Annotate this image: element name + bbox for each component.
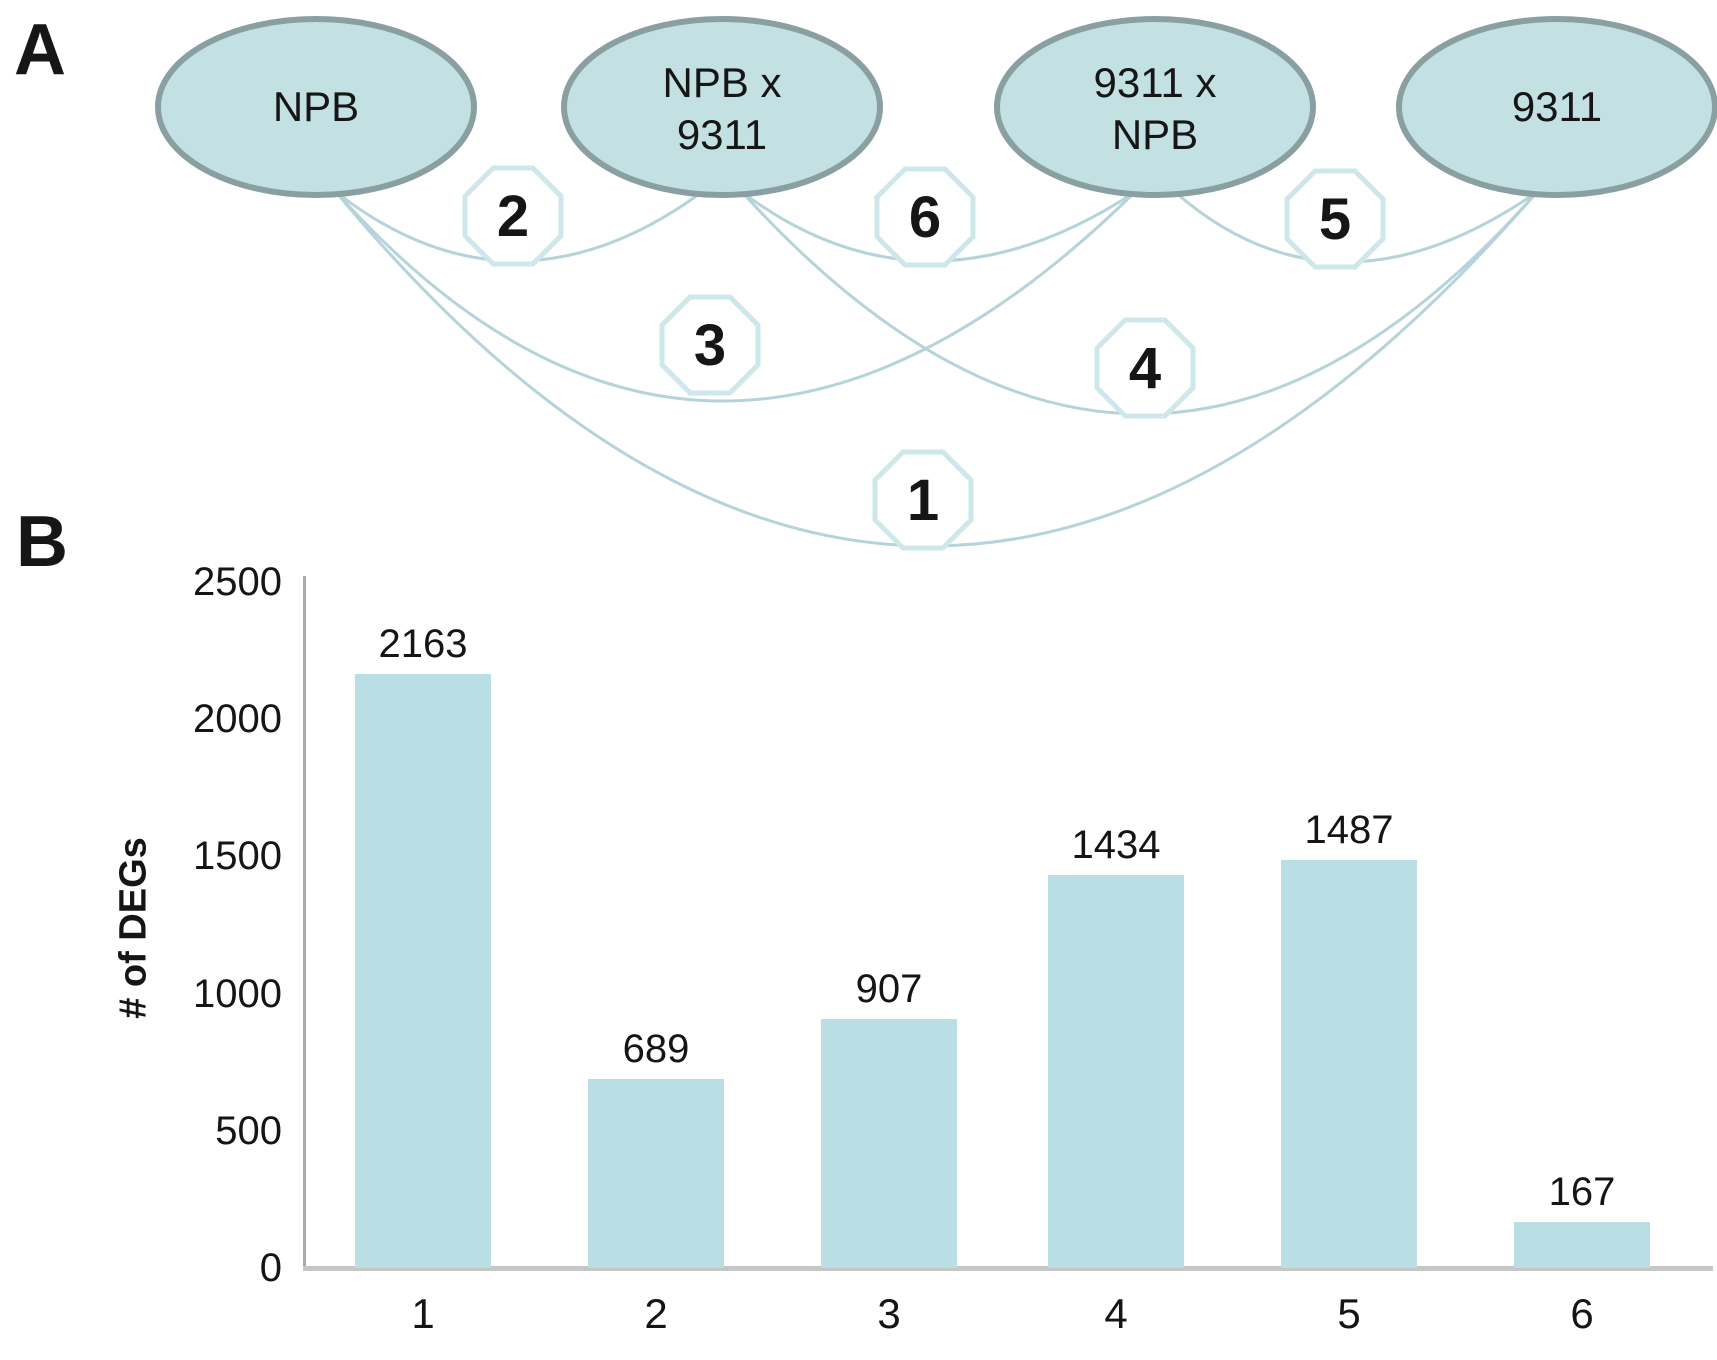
badge-number-2: 2 bbox=[497, 184, 529, 249]
bar-value-label-5: 1487 bbox=[1304, 808, 1394, 852]
panel-b-label: B bbox=[16, 502, 69, 582]
badge-octagon-5 bbox=[1284, 168, 1386, 270]
node-ellipse-9311 bbox=[1396, 16, 1717, 198]
bar-value-label-4: 1434 bbox=[1071, 823, 1161, 867]
bar-6 bbox=[1514, 1222, 1650, 1268]
badge-octagon-2 bbox=[462, 165, 564, 267]
badge-octagon-3 bbox=[659, 294, 761, 396]
node-ellipse-npb bbox=[155, 16, 477, 198]
y-tick-label-2500: 2500 bbox=[193, 560, 282, 604]
y-tick-label-1500: 1500 bbox=[193, 834, 282, 879]
bar-3 bbox=[821, 1019, 957, 1268]
bar-value-label-1: 2163 bbox=[378, 622, 468, 666]
badge-octagon-4 bbox=[1094, 317, 1196, 419]
x-tick-label-2: 2 bbox=[644, 1290, 668, 1337]
node-ellipse-9311-x-npb bbox=[994, 16, 1316, 198]
panel-a-label: A bbox=[14, 10, 67, 90]
bar-4 bbox=[1048, 875, 1184, 1268]
badge-octagon-6 bbox=[874, 166, 976, 268]
y-tick-label-500: 500 bbox=[215, 1108, 282, 1153]
bar-5 bbox=[1281, 860, 1417, 1268]
x-axis-line bbox=[303, 1266, 1713, 1271]
x-tick-label-4: 4 bbox=[1104, 1290, 1128, 1337]
comparison-curve-3 bbox=[334, 190, 1137, 403]
node-label-9311: 9311 bbox=[1512, 83, 1602, 130]
node-ellipse-npb-x-9311 bbox=[561, 16, 883, 198]
badge-number-5: 5 bbox=[1319, 187, 1351, 252]
x-tick-label-5: 5 bbox=[1337, 1290, 1361, 1337]
badge-octagon-1 bbox=[872, 449, 974, 551]
badge-number-4: 4 bbox=[1129, 336, 1161, 401]
bar-value-label-6: 167 bbox=[1548, 1170, 1616, 1214]
node-label-npb: NPB bbox=[273, 83, 359, 130]
y-tick-label-1000: 1000 bbox=[193, 971, 282, 1016]
bar-value-label-2: 689 bbox=[622, 1027, 690, 1071]
y-tick-label-0: 0 bbox=[259, 1246, 282, 1290]
y-axis-title: # of DEGs bbox=[112, 837, 155, 1019]
bar-value-label-3: 907 bbox=[855, 967, 923, 1011]
badge-number-6: 6 bbox=[909, 185, 941, 250]
badge-number-3: 3 bbox=[694, 313, 726, 378]
bar-2 bbox=[588, 1079, 724, 1268]
y-axis-line bbox=[303, 576, 306, 1271]
badge-number-1: 1 bbox=[907, 468, 939, 533]
x-tick-label-3: 3 bbox=[877, 1290, 901, 1337]
y-tick-label-2000: 2000 bbox=[193, 697, 282, 742]
bar-1 bbox=[355, 674, 491, 1268]
x-tick-label-1: 1 bbox=[411, 1290, 435, 1337]
x-tick-label-6: 6 bbox=[1570, 1290, 1594, 1337]
